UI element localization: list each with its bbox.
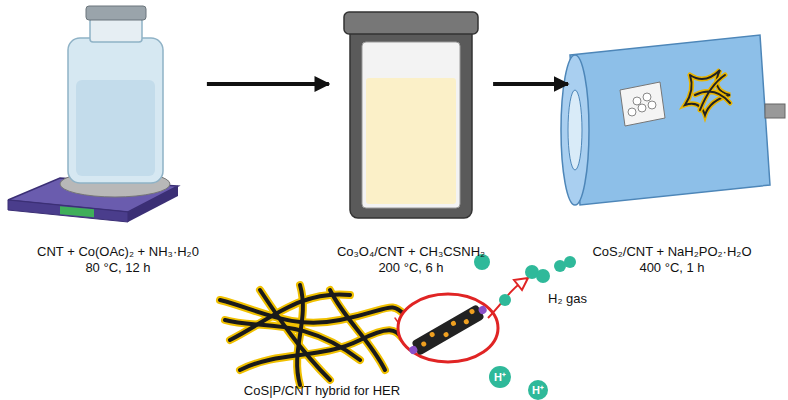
proton-circle: H⁺ (528, 380, 548, 400)
process-step: CNT + Co(OAc)₂ + NH₃·H₂080 °C, 12 h (33, 4, 203, 276)
hybrid-caption: CoS|P/CNT hybrid for HER (244, 383, 400, 399)
process-step: CoS₂/CNT + NaH₂PO₂·H₂O400 °C, 1 h (572, 4, 772, 276)
reagent-label: CoS₂/CNT + NaH₂PO₂·H₂O (592, 244, 751, 260)
process-step: Co₃O₄/CNT + CH₃CSNH₂200 °C, 6 h (333, 4, 489, 276)
reagent-label: Co₃O₄/CNT + CH₃CSNH₂ (337, 244, 485, 260)
condition-label: 400 °C, 1 h (639, 260, 704, 276)
reagent-label: CNT + Co(OAc)₂ + NH₃·H₂0 (37, 244, 199, 260)
process-arrow (207, 82, 329, 86)
condition-label: 200 °C, 6 h (378, 260, 443, 276)
ion-label: H⁺ (532, 384, 544, 396)
gas-label: H₂ gas (548, 291, 587, 307)
proton-circle: H⁺ (489, 366, 511, 388)
condition-label: 80 °C, 12 h (85, 260, 150, 276)
process-arrow (493, 82, 568, 86)
ion-label: H⁺ (494, 371, 506, 383)
